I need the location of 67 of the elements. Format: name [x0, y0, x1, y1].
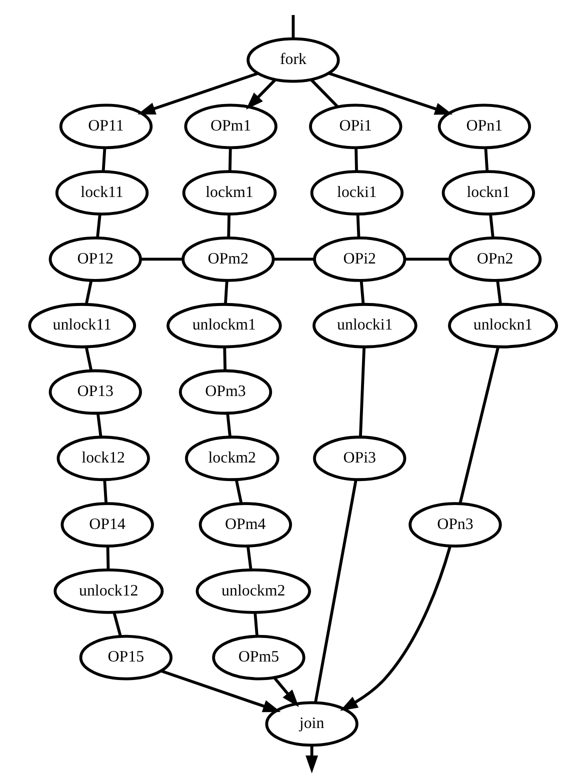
node-ellipse: unlock12 [53, 568, 164, 614]
node-ellipse: OPm3 [178, 369, 272, 415]
connector [223, 280, 228, 304]
node-ellipse: unlock11 [28, 302, 136, 348]
arrow [340, 546, 452, 711]
connector [253, 612, 258, 636]
node-ellipse: OP14 [60, 502, 154, 548]
connector [359, 280, 364, 304]
connector [291, 15, 294, 38]
connector [488, 214, 494, 238]
connector [358, 347, 366, 437]
connector [310, 78, 338, 108]
arrow [245, 78, 276, 110]
connector [101, 148, 106, 172]
node-ellipse: OP15 [78, 634, 172, 680]
arrow [328, 72, 452, 115]
connector [140, 258, 182, 261]
node-ellipse: lockm1 [182, 170, 276, 216]
connector [356, 214, 360, 238]
connector [102, 480, 108, 504]
connector [222, 347, 226, 370]
connector [226, 214, 230, 238]
connector [458, 346, 500, 504]
node-ellipse: unlockm1 [166, 302, 282, 348]
node-ellipse: OPm2 [181, 236, 274, 282]
node-ellipse: lockn1 [441, 170, 535, 216]
connector [112, 612, 122, 637]
connector [313, 480, 357, 703]
node-ellipse: lockm2 [184, 436, 279, 482]
connector [272, 258, 314, 261]
node-ellipse: OPm4 [198, 502, 292, 548]
node-ellipse: OP11 [58, 104, 152, 150]
node-ellipse: OP12 [48, 236, 142, 282]
connector [404, 258, 450, 261]
connector [84, 346, 92, 371]
arrow [160, 670, 280, 712]
node-ellipse: join [264, 701, 358, 747]
arrow [305, 746, 318, 774]
node-ellipse: locki1 [310, 170, 404, 216]
arrow [137, 72, 258, 115]
connector [496, 280, 502, 304]
node-ellipse: unlockn1 [448, 302, 558, 348]
node-ellipse: OPi1 [308, 104, 402, 150]
node-ellipse: OPi3 [312, 436, 406, 482]
node-ellipse: fork [246, 37, 340, 83]
node-ellipse: lock11 [54, 170, 148, 216]
node-ellipse: OPn1 [437, 104, 531, 150]
connector [96, 214, 101, 238]
node-ellipse: lock12 [56, 436, 150, 482]
node-ellipse: unlockm2 [195, 568, 311, 614]
node-ellipse: unlocki1 [312, 302, 417, 348]
connector [226, 413, 231, 437]
connector [234, 480, 242, 504]
connector [228, 148, 232, 172]
connector [96, 413, 102, 437]
node-ellipse: OP13 [48, 369, 142, 415]
node-ellipse: OPm5 [212, 634, 305, 680]
connector [106, 546, 110, 570]
arrow [272, 676, 298, 708]
connector [354, 148, 358, 172]
connector [246, 546, 252, 570]
node-ellipse: OPn3 [408, 502, 502, 548]
connector [484, 148, 488, 172]
connector [84, 280, 92, 304]
node-ellipse: OPm1 [184, 104, 277, 150]
node-ellipse: OPi2 [312, 236, 406, 282]
node-ellipse: OPn2 [448, 236, 542, 282]
